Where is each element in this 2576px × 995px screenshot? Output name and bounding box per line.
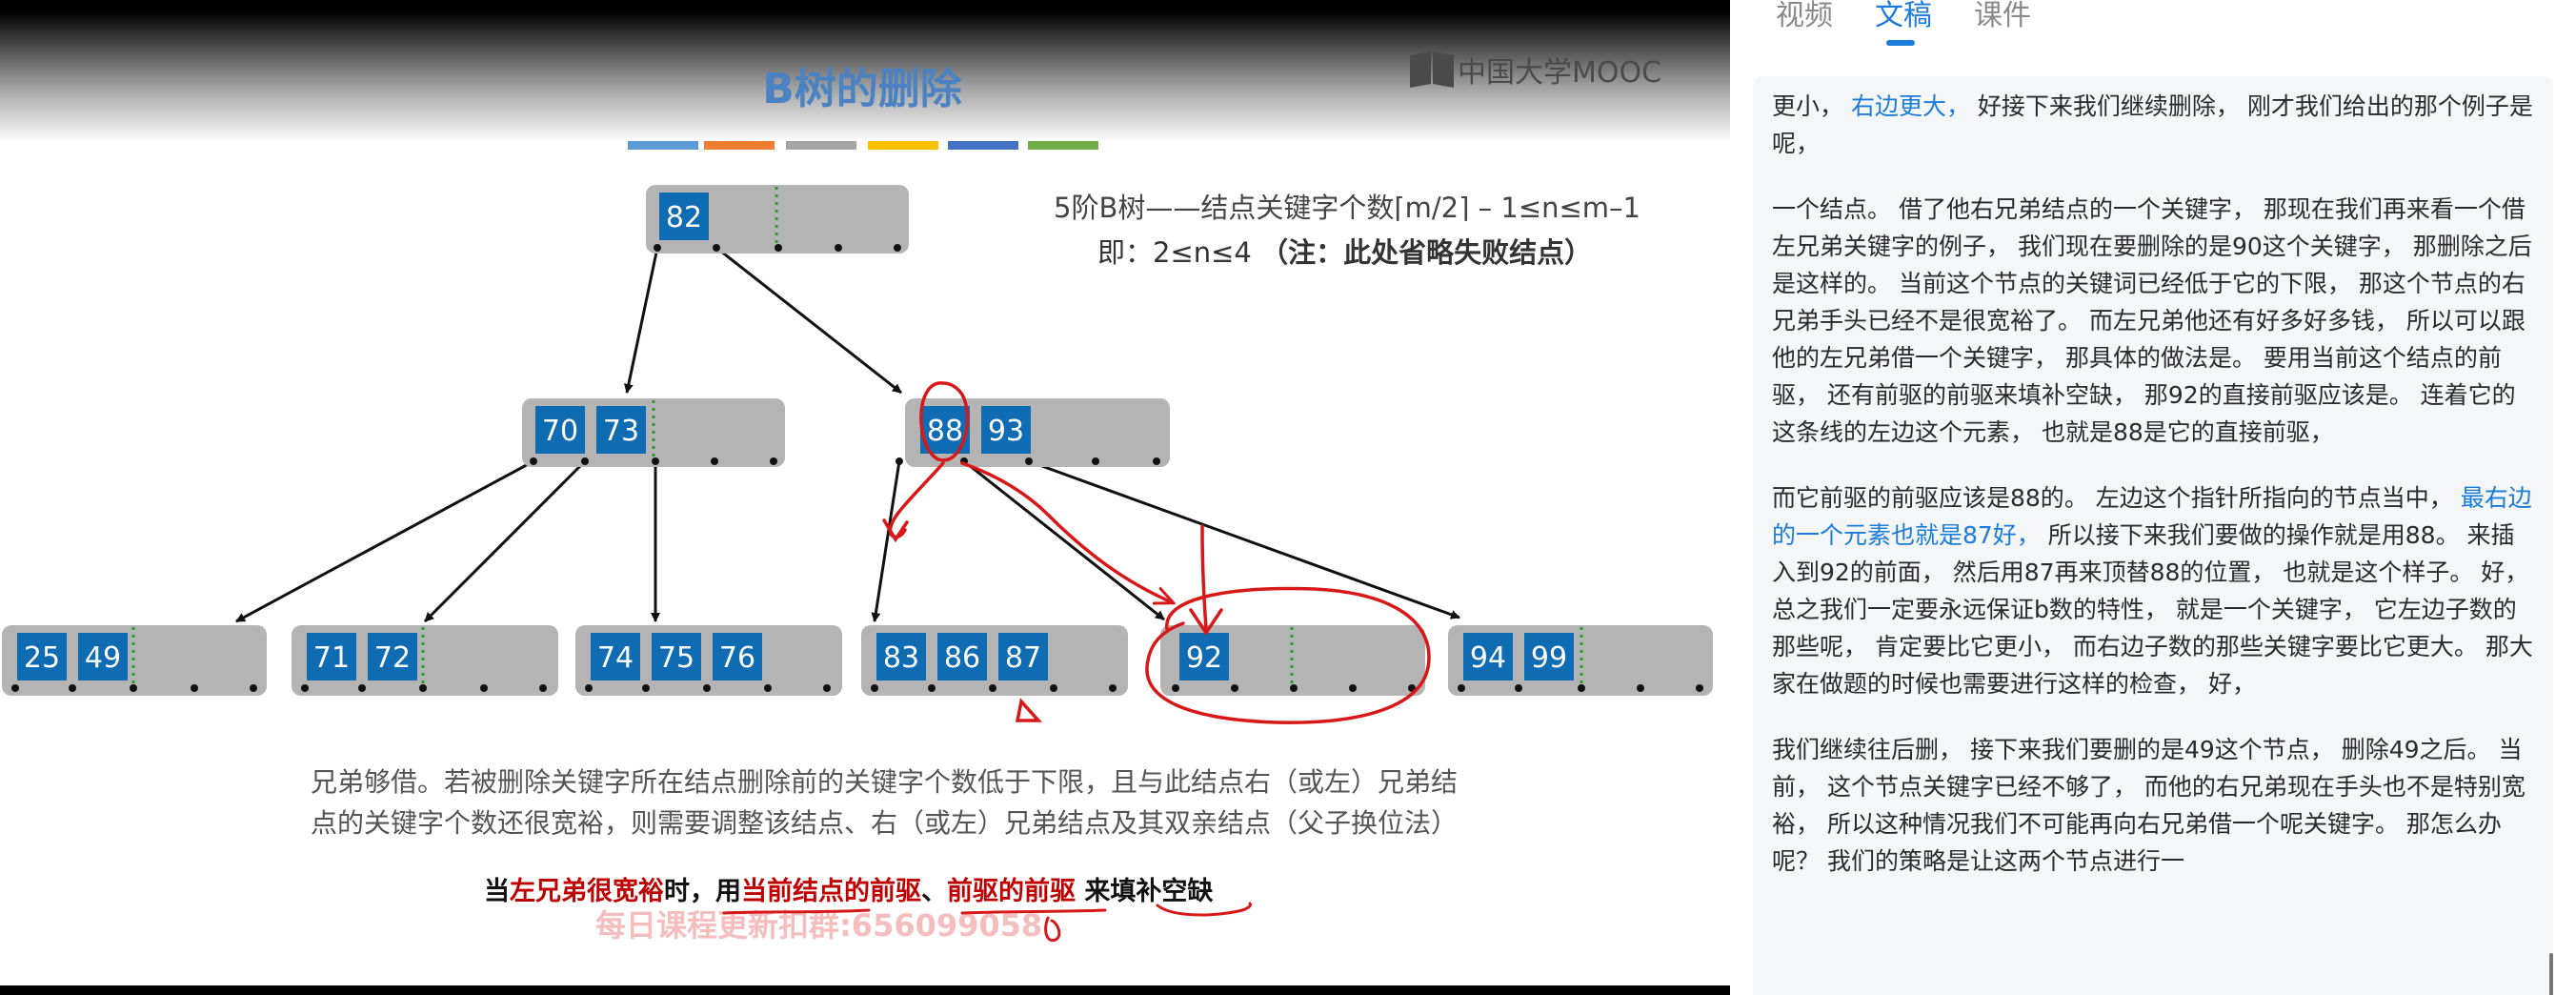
book-icon — [1410, 51, 1454, 88]
transcript-highlight[interactable]: 最右边的一个元素也就是87好， — [1772, 484, 2532, 549]
transcript-text: 而它前驱的前驱应该是88的。 左边这个指针所指向的节点当中， — [1772, 484, 2461, 512]
node-key: 71 — [313, 641, 350, 675]
transcript-paragraph: 而它前驱的前驱应该是88的。 左边这个指针所指向的节点当中， 最右边的一个元素也… — [1753, 479, 2553, 702]
rule-line-1: 5阶B树——结点关键字个数⌈m/2⌉ – 1≤n≤m–1 — [1054, 192, 1640, 224]
pen-annotations — [882, 381, 1431, 724]
rule-line-2: 即：2≤n≤4 （注：此处省略失败结点） — [1097, 236, 1592, 269]
node-key: 83 — [883, 641, 919, 675]
formula-line: 当左兄弟很宽裕时，用当前结点的前驱、前驱的前驱 来填补空缺 — [484, 876, 1213, 906]
description-line-1: 兄弟够借。若被删除关键字所在结点删除前的关键字个数低于下限，且与此结点右（或左）… — [311, 766, 1458, 798]
accent-bar — [628, 141, 1098, 150]
btree-leaf-4: 83 86 87 — [861, 625, 1128, 696]
tab-bar: 视频 文稿 课件 — [1730, 0, 2576, 57]
btree-leaf-6: 94 99 — [1448, 625, 1713, 696]
transcript-text: 一个结点。 借了他右兄弟结点的一个关键字， 那现在我们再来看一个借左兄弟关键字的… — [1772, 195, 2532, 446]
node-key: 86 — [944, 641, 980, 675]
tree-edges — [235, 246, 1460, 623]
transcript-paragraph: 一个结点。 借了他右兄弟结点的一个关键字， 那现在我们再来看一个借左兄弟关键字的… — [1753, 191, 2553, 451]
node-key: 93 — [988, 415, 1024, 448]
video-player[interactable]: B树的删除 中国大学MOOC 5阶B树——结点关键字个数⌈m/2⌉ – 1≤n≤… — [0, 0, 1730, 995]
logo-text: 中国大学MOOC — [1458, 56, 1661, 90]
btree-node-root: 82 — [646, 185, 909, 254]
description-line-2: 点的关键字个数还很宽裕，则需要调整该结点、右（或左）兄弟结点及其双亲结点（父子换… — [311, 807, 1458, 839]
active-tab-indicator — [1886, 40, 1915, 46]
tab-courseware[interactable]: 课件 — [1974, 0, 2031, 32]
lecture-slide: B树的删除 中国大学MOOC 5阶B树——结点关键字个数⌈m/2⌉ – 1≤n≤… — [2, 51, 1713, 944]
btree-leaf-2: 71 72 — [292, 625, 558, 696]
transcript-paragraph: 我们继续往后删， 接下来我们要删的是49这个节点， 删除49之后。 当前， 这个… — [1753, 731, 2553, 880]
btree-leaf-3: 74 75 76 — [575, 625, 842, 696]
node-key: 75 — [658, 641, 694, 675]
node-key: 72 — [374, 641, 411, 675]
transcript-body: 更小， 右边更大， 好接下来我们继续删除， 刚才我们给出的那个例子是呢， 一个结点… — [1753, 88, 2553, 880]
node-key: 94 — [1470, 641, 1506, 675]
node-key: 88 — [927, 415, 963, 448]
video-bottom-edge — [0, 985, 1730, 995]
node-key: 74 — [597, 641, 634, 675]
tab-transcript[interactable]: 文稿 — [1875, 0, 1932, 32]
node-key: 76 — [719, 641, 755, 675]
mooc-logo: 中国大学MOOC — [1410, 51, 1661, 90]
node-key: 99 — [1531, 641, 1567, 675]
btree-node-mid-right: 88 93 — [896, 398, 1170, 467]
scrollbar[interactable] — [2549, 953, 2553, 995]
node-key: 82 — [666, 201, 702, 234]
btree-node-mid-left: 70 73 — [522, 398, 785, 467]
transcript-paragraph: 更小， 右边更大， 好接下来我们继续删除， 刚才我们给出的那个例子是呢， — [1753, 88, 2553, 162]
node-key: 73 — [603, 415, 639, 448]
transcript-text: 好接下来我们继续删除， 刚才我们给出的那个例子是呢， — [1772, 92, 2533, 157]
node-key: 87 — [1005, 641, 1041, 675]
slide-title: B树的删除 — [762, 65, 963, 113]
side-panel: 视频 文稿 课件 更小， 右边更大， 好接下来我们继续删除， 刚才我们给出的那个… — [1730, 0, 2576, 995]
node-key: 25 — [24, 641, 60, 675]
btree-leaf-5: 92 — [1160, 625, 1425, 696]
transcript-highlight[interactable]: 右边更大， — [1850, 92, 1970, 120]
node-key: 92 — [1186, 641, 1222, 675]
node-key: 49 — [85, 641, 121, 675]
transcript-text: 所以接下来我们要做的操作就是用88。 来插入到92的前面， 然后用87再来顶替8… — [1772, 521, 2533, 698]
transcript-text: 我们继续往后删， 接下来我们要删的是49这个节点， 删除49之后。 当前， 这个… — [1772, 736, 2526, 875]
node-key: 70 — [542, 415, 578, 448]
transcript-text: 更小， — [1772, 92, 1851, 120]
formula-underlines — [722, 902, 1252, 943]
btree-leaf-1: 25 49 — [2, 625, 267, 696]
tab-video[interactable]: 视频 — [1776, 0, 1833, 32]
transcript-panel[interactable]: 更小， 右边更大， 好接下来我们继续删除， 刚才我们给出的那个例子是呢， 一个结点… — [1753, 76, 2553, 995]
